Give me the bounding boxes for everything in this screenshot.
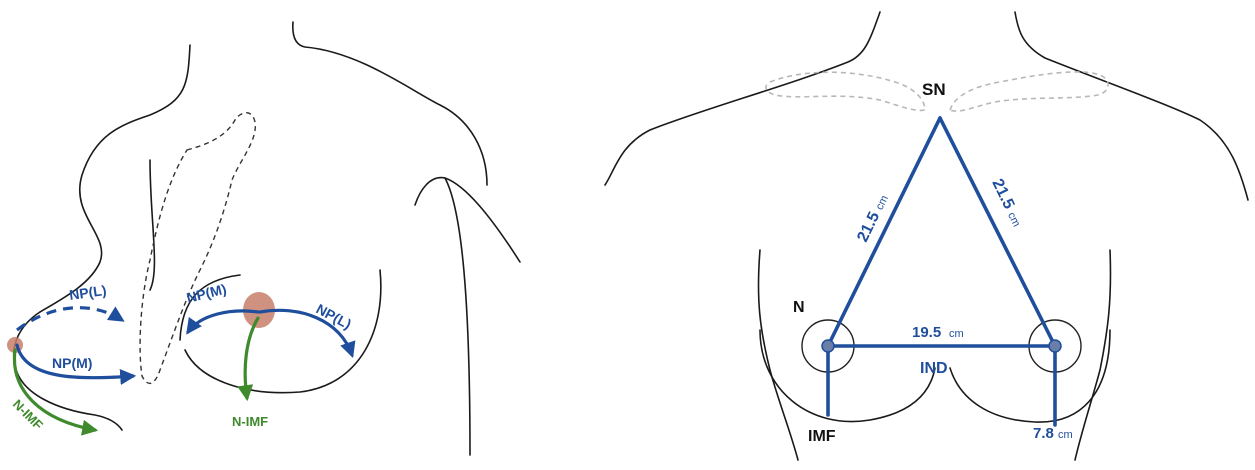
n-imf-value: 7.8: [1033, 425, 1054, 442]
n-imf-front-arrow: [245, 318, 258, 398]
np-l-side-label: NP(L): [68, 282, 107, 303]
imf-label: IMF: [808, 428, 836, 445]
right-figure: SN N IND IMF 21.5 cm 21.5 cm 19.5 cm 7.8…: [605, 12, 1248, 460]
left-figure: NP(L) NP(M) N-IMF NP(M) NP(L) N-IMF: [7, 22, 520, 455]
sn-n-left-unit: cm: [874, 194, 891, 212]
n-imf-front-label: N-IMF: [232, 414, 268, 429]
n-imf-side-label: N-IMF: [10, 397, 46, 433]
sn-n-right-unit: cm: [1005, 210, 1022, 228]
arm-outline: [150, 160, 154, 290]
sn-n-left-measure: 21.5 cm: [854, 192, 891, 245]
right-shoulder-outline: [415, 178, 520, 262]
ind-value: 19.5: [912, 324, 941, 341]
sn-n-right-value: 21.5: [988, 176, 1017, 212]
sternum-dashed: [140, 113, 255, 384]
shoulder-outline-left: [40, 45, 190, 312]
neck-left-outline: [605, 12, 880, 185]
neck-outline: [293, 22, 487, 185]
right-breast-outline: [950, 330, 1110, 422]
left-nipple-dot: [822, 340, 834, 352]
right-torso-outline: [1075, 250, 1111, 460]
left-breast-outline: [760, 330, 935, 422]
np-l-side-arrow: [17, 308, 122, 330]
sn-n-right-line: [940, 118, 1055, 346]
np-m-front-label: NP(M): [185, 281, 228, 306]
ind-unit: cm: [949, 328, 964, 340]
right-arm-outline: [445, 178, 470, 455]
n-label: N: [793, 299, 805, 316]
left-torso-outline: [758, 250, 798, 460]
right-clavicle: [950, 72, 1108, 111]
sn-n-left-line: [828, 118, 940, 346]
left-clavicle: [766, 72, 925, 110]
np-m-side-label: NP(M): [52, 355, 92, 371]
right-nipple-dot: [1049, 340, 1061, 352]
neck-right-outline: [1015, 12, 1248, 200]
sn-label: SN: [922, 80, 946, 99]
n-imf-unit: cm: [1058, 429, 1073, 441]
ind-label: IND: [920, 360, 948, 377]
